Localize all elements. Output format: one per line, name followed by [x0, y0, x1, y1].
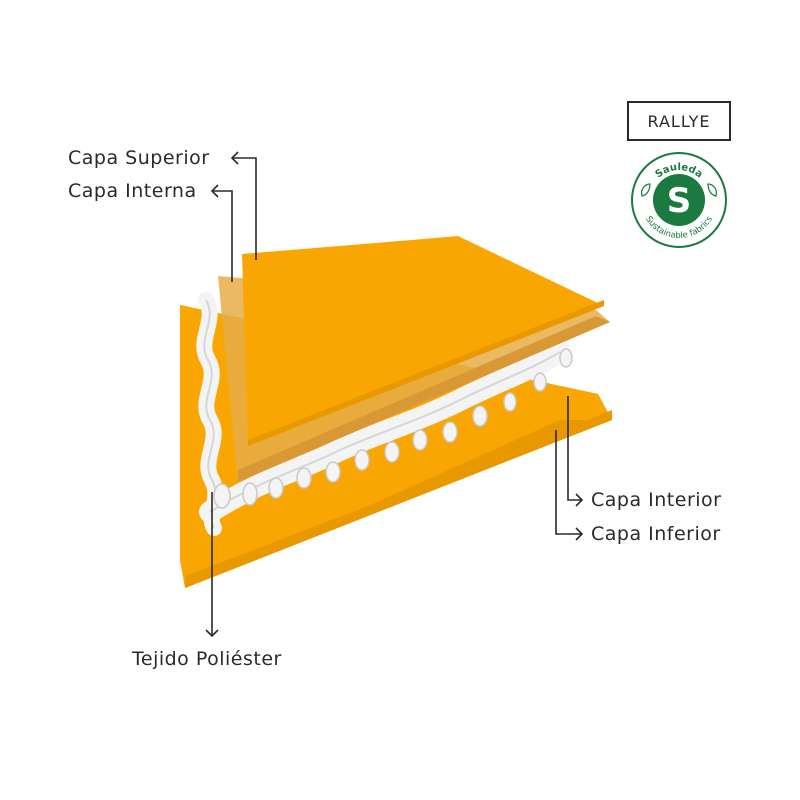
sauleda-seal-logo: S Sauleda Sustainable fabrics [631, 152, 727, 248]
brand-name-box: RALLYE [627, 101, 731, 141]
inner-layer-edge [238, 316, 610, 482]
leader-bottom-layer [555, 430, 582, 535]
inner-top-layer-label: Capa Interna [68, 180, 197, 202]
top-layer [242, 236, 604, 446]
bottom-layer-label: Capa Inferior [591, 523, 721, 545]
polyester-weave [196, 292, 573, 536]
polyester-label: Tejido Poliéster [132, 648, 282, 670]
top-layer-edge [248, 300, 604, 446]
leader-lines [205, 151, 584, 638]
leader-inner-bottom-layer [567, 396, 582, 501]
leader-inner-top-layer [212, 190, 233, 282]
seal-letter: S [667, 181, 692, 221]
inner-bottom-layer-label: Capa Interior [591, 489, 722, 511]
svg-text:Sauleda: Sauleda [654, 162, 705, 180]
top-layer-label: Capa Superior [68, 147, 210, 169]
leaf-icon [641, 183, 717, 197]
seal-top-text: Sauleda [654, 162, 705, 180]
leader-top-layer [232, 157, 257, 260]
bottom-layer-edge [185, 410, 612, 588]
brand-name: RALLYE [647, 111, 711, 131]
